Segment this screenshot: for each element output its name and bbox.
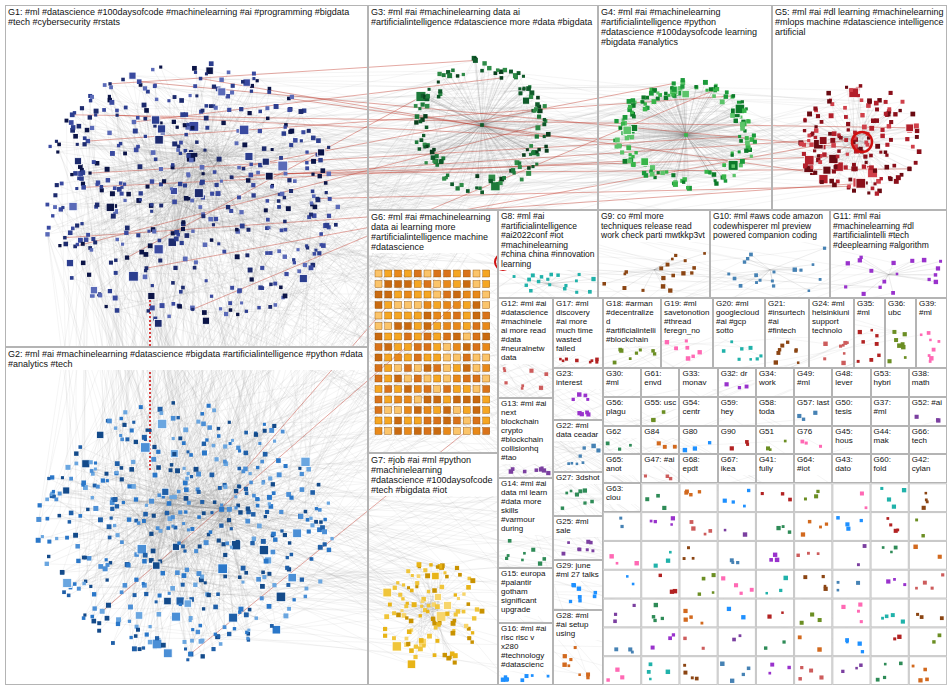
graph-canvas: G1: #ml #datascience #100daysofcode #mac… bbox=[0, 0, 950, 688]
